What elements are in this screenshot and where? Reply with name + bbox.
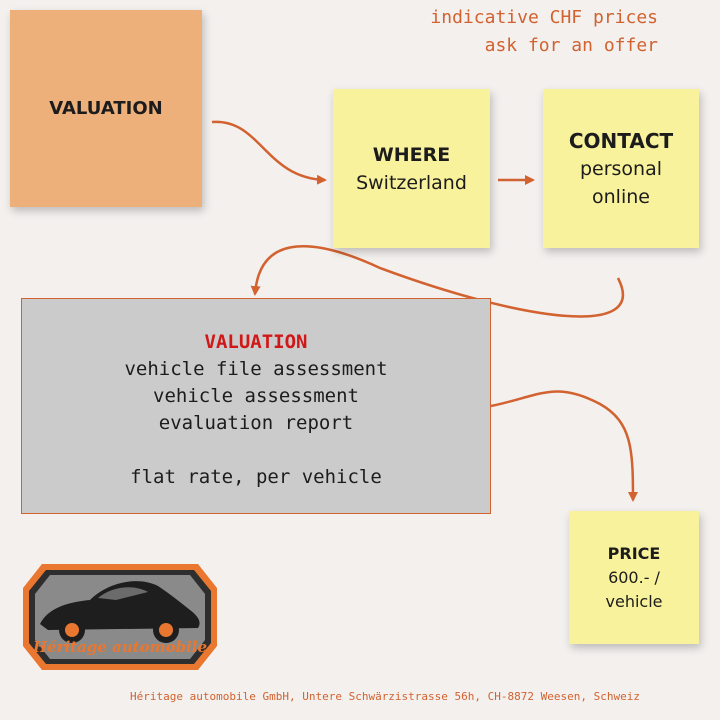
company-footer: Héritage automobile GmbH, Untere Schwärz… xyxy=(130,690,640,703)
contact-note-line1: personal xyxy=(579,157,663,180)
car-body-icon xyxy=(40,581,200,630)
price-note-line1: 600.- / xyxy=(608,567,660,587)
valuation-box-title: VALUATION xyxy=(204,331,308,353)
arrow-box-to-price xyxy=(490,390,638,502)
price-note-line2: vehicle xyxy=(605,591,663,611)
pricing-note-line2: ask for an offer xyxy=(484,35,658,56)
contact-note-title: CONTACT xyxy=(568,128,674,153)
valuation-rate: flat rate, per vehicle xyxy=(130,466,382,488)
valuation-note-title: VALUATION xyxy=(49,98,163,119)
sticky-note-where: WHERE Switzerland xyxy=(333,89,490,248)
valuation-item: evaluation report xyxy=(158,412,354,434)
sticky-note-price: PRICE 600.- / vehicle xyxy=(569,511,699,644)
where-note-value: Switzerland xyxy=(356,171,467,194)
valuation-item: vehicle file assessment xyxy=(124,358,388,380)
heritage-automobile-logo: Héritage automobile xyxy=(23,564,217,670)
sticky-note-contact: CONTACT personal online xyxy=(543,89,699,248)
where-note-title: WHERE xyxy=(372,143,451,166)
arrow-contact-to-box xyxy=(250,245,625,318)
sticky-note-valuation: VALUATION xyxy=(10,10,202,207)
valuation-item: vehicle assessment xyxy=(153,385,359,407)
arrow-valuation-to-where xyxy=(211,120,327,185)
contact-note-line2: online xyxy=(592,185,650,208)
pricing-note: indicative CHF prices ask for an offer xyxy=(430,4,658,60)
logo-text: Héritage automobile xyxy=(32,638,207,656)
valuation-services-box: VALUATION vehicle file assessment vehicl… xyxy=(21,298,491,514)
price-note-title: PRICE xyxy=(607,543,661,563)
pricing-note-line1: indicative CHF prices xyxy=(430,7,658,28)
